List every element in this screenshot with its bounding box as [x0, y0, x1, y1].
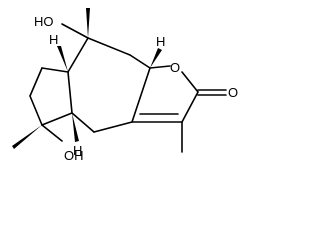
seven-membered-ring [67, 37, 151, 133]
carbonyl-group [197, 89, 227, 96]
bond [29, 67, 43, 97]
bond [131, 67, 151, 123]
bond [181, 91, 199, 123]
bond-to-hydroxyl-bottom [41, 124, 63, 142]
stereo-h-label-right: H [156, 34, 165, 49]
bond [67, 71, 73, 114]
carbonyl-oxygen-label: O [228, 85, 238, 100]
ring-oxygen-label: O [170, 60, 180, 75]
bond [41, 67, 69, 73]
methyl-wedge-bottom [12, 125, 42, 149]
stereo-h-wedge-right [150, 48, 162, 68]
hydroxyl-label-top: HO [34, 14, 54, 29]
stereo-h-wedge-bottom [72, 113, 79, 142]
bond [41, 112, 73, 126]
hydroxyl-label-bottom: OH [64, 148, 84, 163]
molecule-drawing: HO OH H H H O O [12, 8, 238, 163]
cyclopentane-ring [29, 67, 73, 126]
bond [93, 121, 133, 133]
chemical-structure-diagram: HO OH H H H O O [12, 8, 238, 163]
bond [181, 71, 199, 93]
stereo-h-wedge-left [57, 46, 68, 72]
bond [87, 37, 131, 56]
bond [29, 95, 43, 126]
bond [67, 37, 89, 73]
methyl-wedge-top [86, 8, 90, 38]
bond [129, 54, 151, 69]
bond [149, 65, 171, 69]
stereo-h-label-left: H [49, 32, 58, 47]
lactone-ring [131, 65, 199, 123]
bond-to-hydroxyl-top [61, 23, 89, 39]
stereo-h-label-bottom: H [73, 143, 82, 158]
bond [71, 112, 95, 133]
